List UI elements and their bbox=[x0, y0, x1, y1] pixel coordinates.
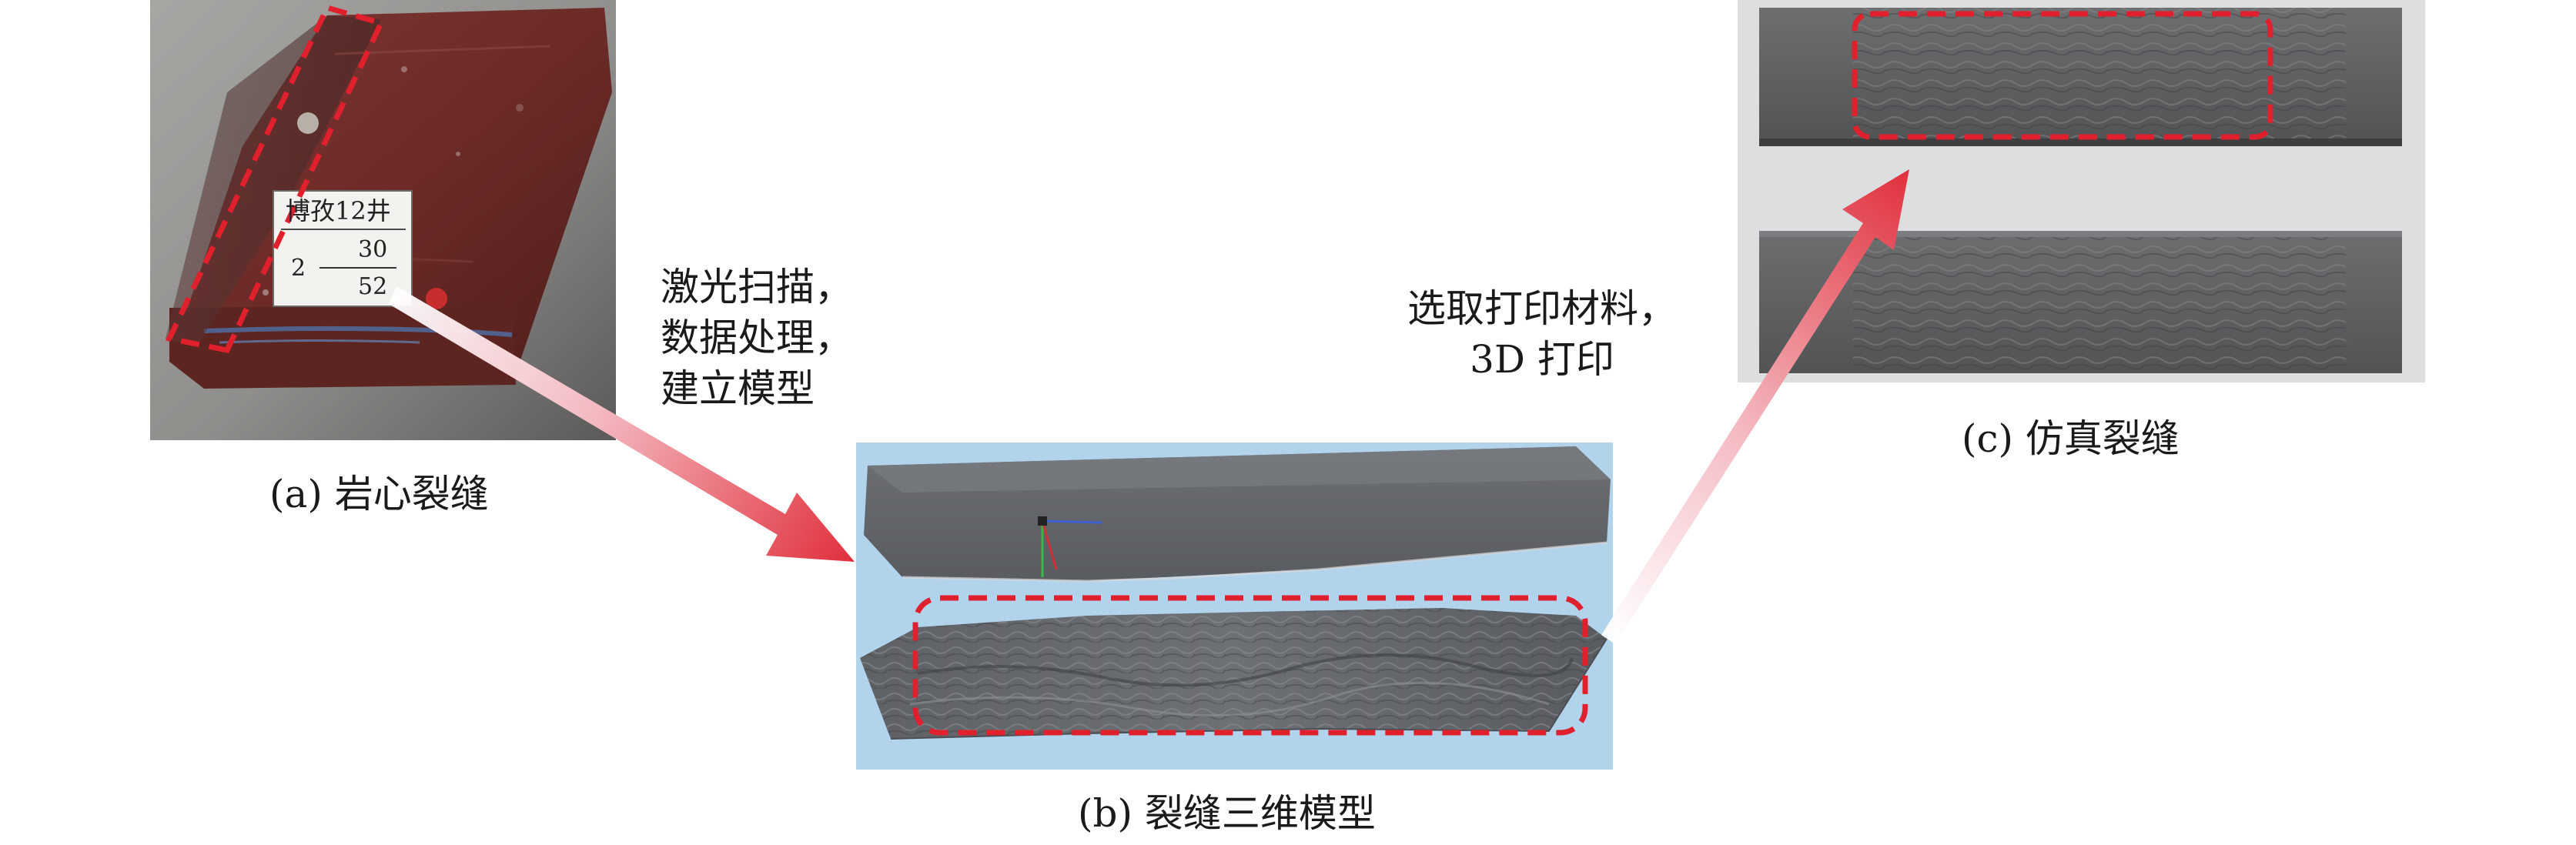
step-scan-line3: 建立模型 bbox=[661, 366, 815, 411]
panel-c-caption: (c) 仿真裂缝 bbox=[1962, 416, 2180, 461]
arrow-scan-icon bbox=[389, 286, 855, 562]
step-scan-line1: 激光扫描， bbox=[661, 265, 853, 309]
printed-fracture-photo bbox=[1738, 0, 2425, 382]
step-print-text: 选取打印材料， 3D 打印 bbox=[1407, 283, 1677, 385]
panel-c-printed-fracture bbox=[1738, 0, 2425, 382]
arrow-print-icon bbox=[1601, 169, 1909, 644]
step-scan-text: 激光扫描， 数据处理， 建立模型 bbox=[661, 262, 853, 414]
step-print-line1: 选取打印材料， bbox=[1407, 286, 1677, 331]
panel-b-3d-model bbox=[856, 443, 1613, 770]
core-label-denominator: 52 bbox=[358, 273, 388, 300]
panel-a-caption: (a) 岩心裂缝 bbox=[269, 472, 489, 516]
panel-b-caption: (b) 裂缝三维模型 bbox=[1078, 791, 1376, 836]
core-label-numerator: 30 bbox=[358, 236, 388, 263]
core-label-line1: 博孜12井 bbox=[286, 196, 391, 225]
fracture-3d-model-render bbox=[856, 443, 1613, 770]
core-label-fraction-left: 2 bbox=[291, 255, 306, 282]
step-print-line2: 3D 打印 bbox=[1470, 337, 1614, 382]
step-scan-line2: 数据处理， bbox=[661, 316, 853, 360]
